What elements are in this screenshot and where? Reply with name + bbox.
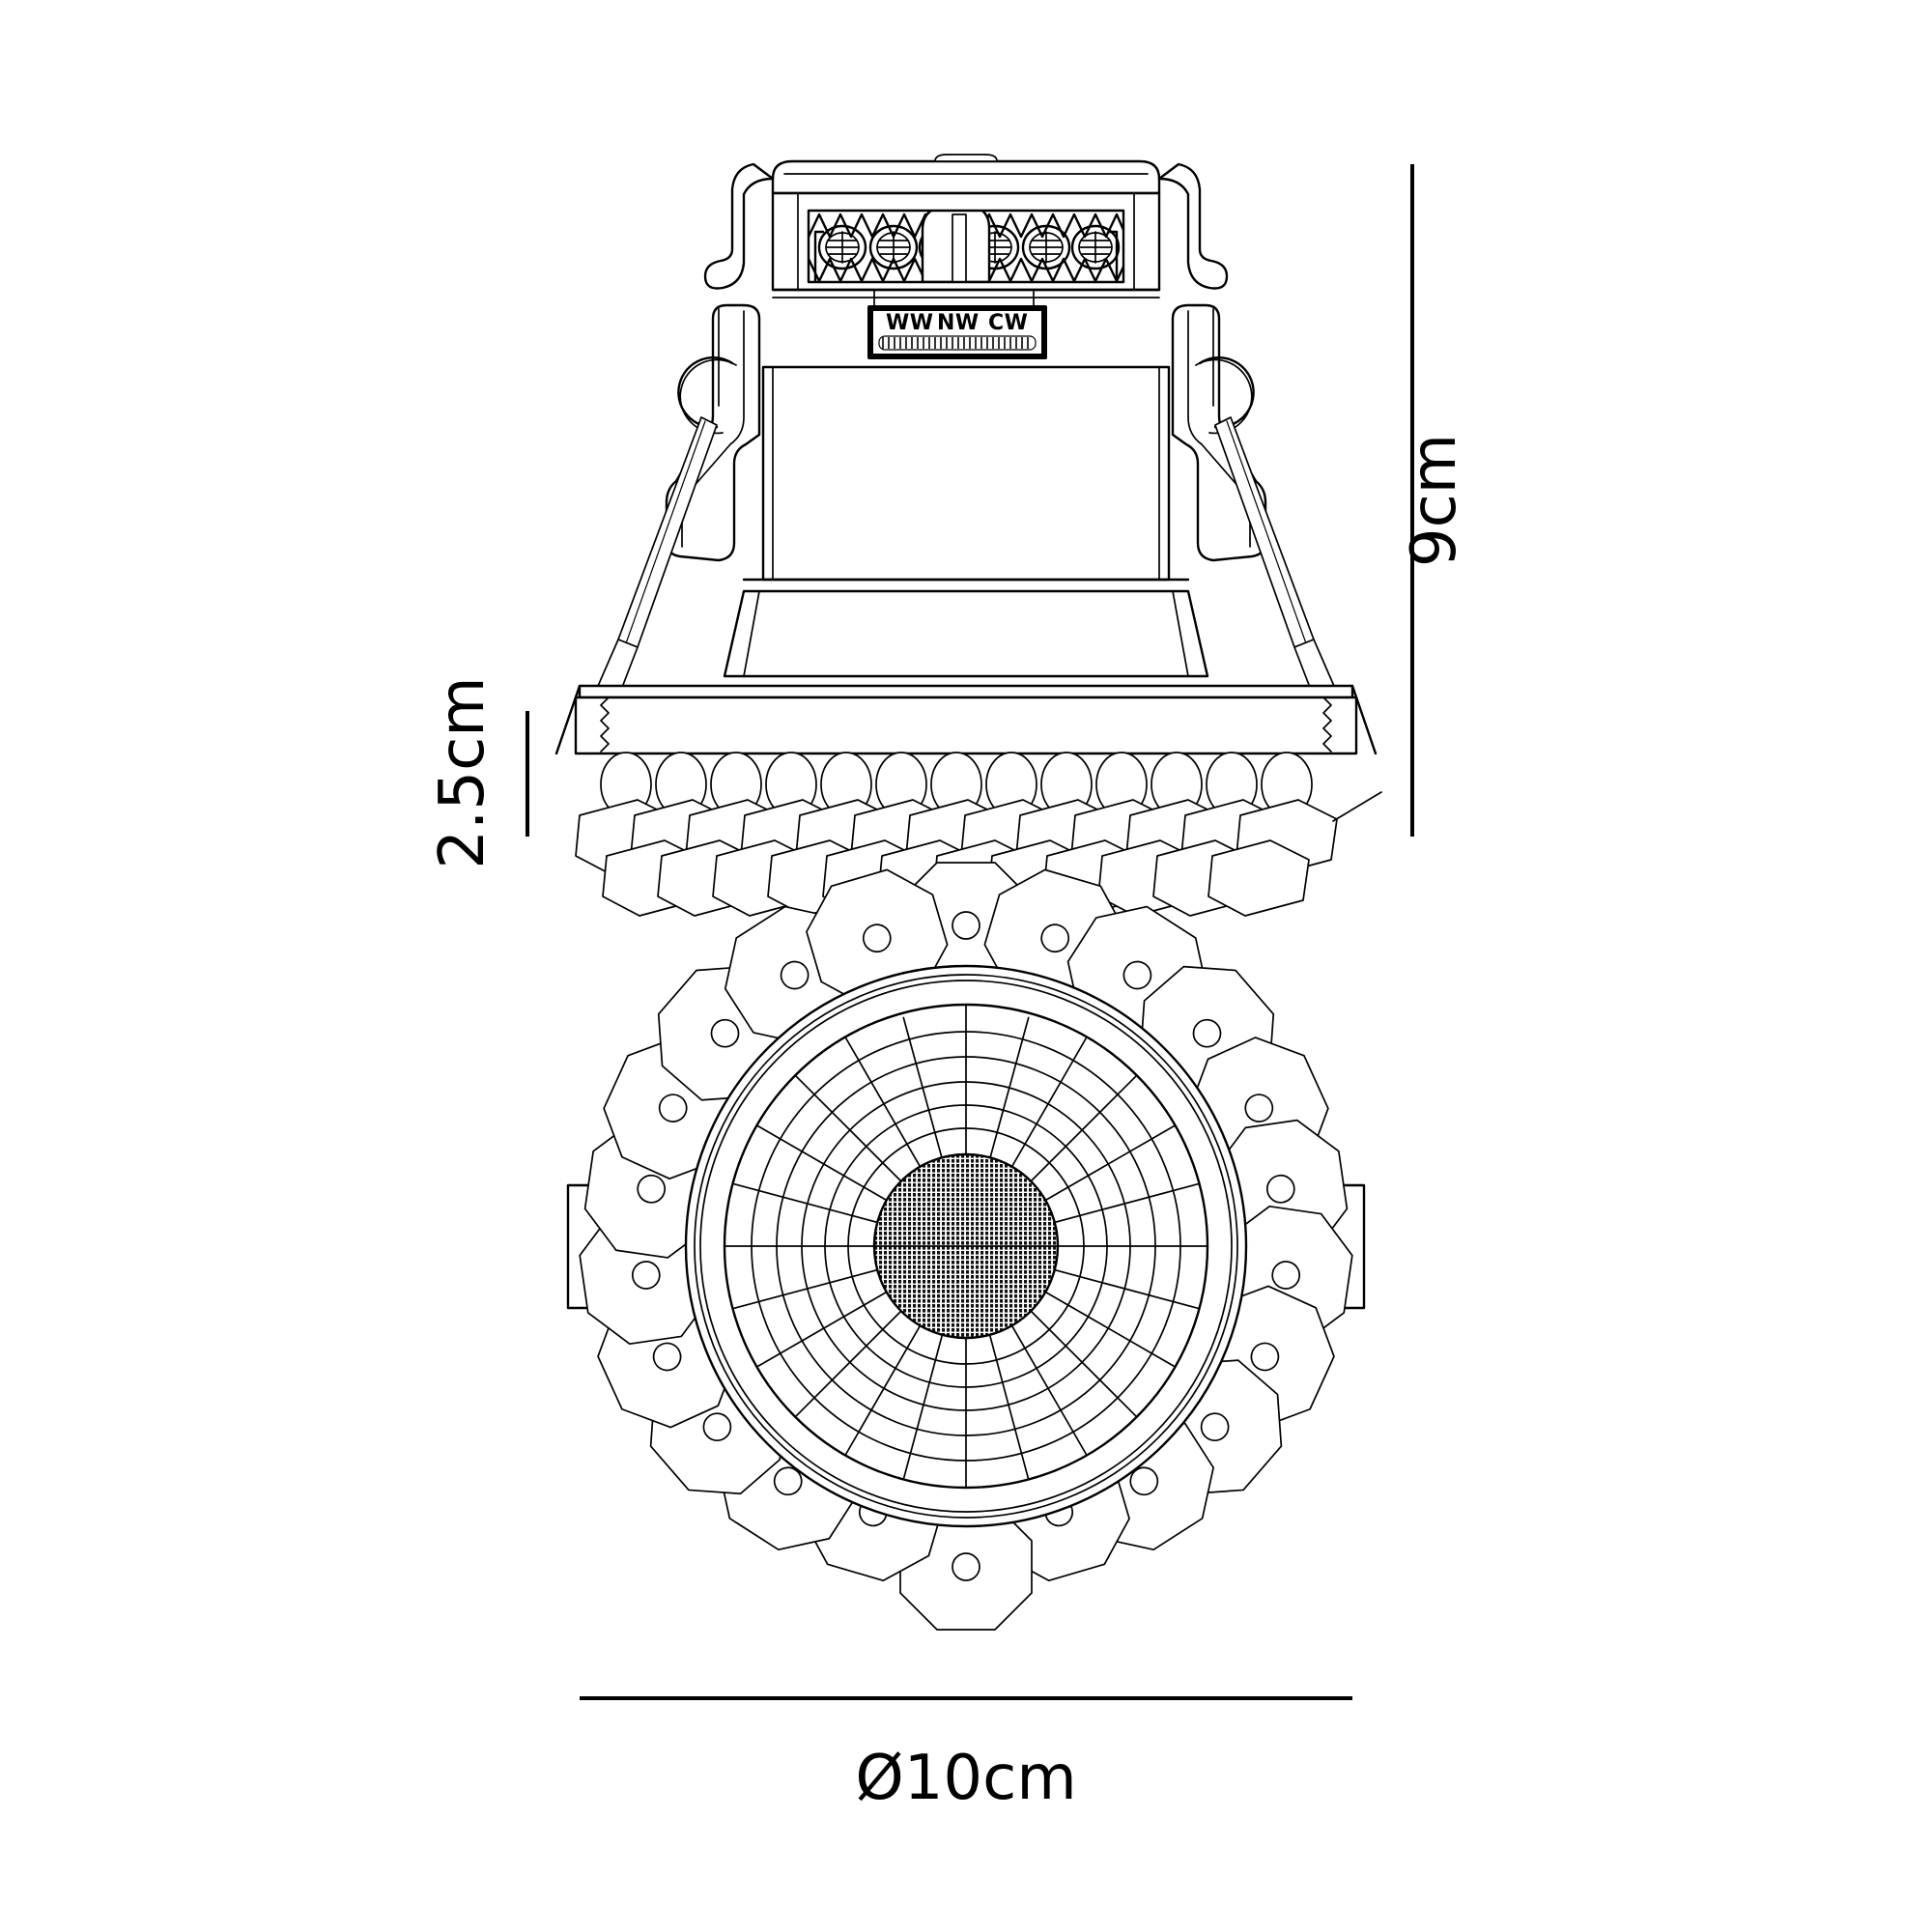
flange-knurl-left <box>600 696 610 753</box>
diameter-dimension: Ø10cm <box>580 1696 1352 1814</box>
housing-top-cap <box>771 159 1161 195</box>
terminal-block-detail <box>809 211 1123 282</box>
diameter-dimension-label: Ø10cm <box>855 1743 1076 1814</box>
trim-depth-dimension: 2.5cm <box>427 676 529 869</box>
switch-label-nw: NW <box>937 311 980 335</box>
switch-dip-track[interactable] <box>878 335 1037 351</box>
switch-stems <box>873 289 1035 308</box>
centre-boss-rib <box>952 213 967 282</box>
bottom-plan-view <box>566 862 1366 1631</box>
flange-knurl-right <box>1322 696 1332 753</box>
switch-label-ww: WW <box>886 311 934 335</box>
spring-clip-right-leg-crease <box>1226 420 1307 644</box>
trim-flange <box>554 684 1378 755</box>
can-skirt <box>723 589 1209 678</box>
terminal-side-brackets <box>813 230 1119 282</box>
lamp-can-body <box>723 365 1209 678</box>
housing-inner-edges <box>797 192 1135 291</box>
height-dimension-label: 9cm <box>1399 434 1470 567</box>
housing-top-nub <box>934 154 998 162</box>
cct-selector-switch[interactable]: WW NW CW <box>867 289 1047 359</box>
can-inner-edges <box>772 366 1160 581</box>
flange-top-plate <box>578 684 1354 699</box>
flange-band <box>574 696 1358 755</box>
plan-reflector-assembly <box>684 964 1248 1528</box>
housing-right-ear <box>1157 162 1229 290</box>
flange-corner-tapers <box>554 684 1378 755</box>
trim-depth-dimension-label: 2.5cm <box>427 676 498 868</box>
switch-label-cw: CW <box>988 311 1028 335</box>
housing-left-ear <box>703 162 775 290</box>
terminal-block-frame <box>807 209 1125 284</box>
spring-clip-right[interactable] <box>1171 303 1348 724</box>
spring-clips[interactable] <box>584 303 1348 724</box>
can-outer <box>761 365 1171 582</box>
spring-clip-left-leg-crease <box>625 420 706 644</box>
can-skirt-inner <box>743 590 1189 677</box>
trim-inner-circle-2 <box>699 980 1233 1513</box>
crystal-edge-right <box>1332 791 1382 822</box>
trim-inner-circle-1 <box>694 974 1238 1519</box>
height-dimension: 9cm <box>1399 164 1470 837</box>
driver-housing <box>703 154 1229 298</box>
